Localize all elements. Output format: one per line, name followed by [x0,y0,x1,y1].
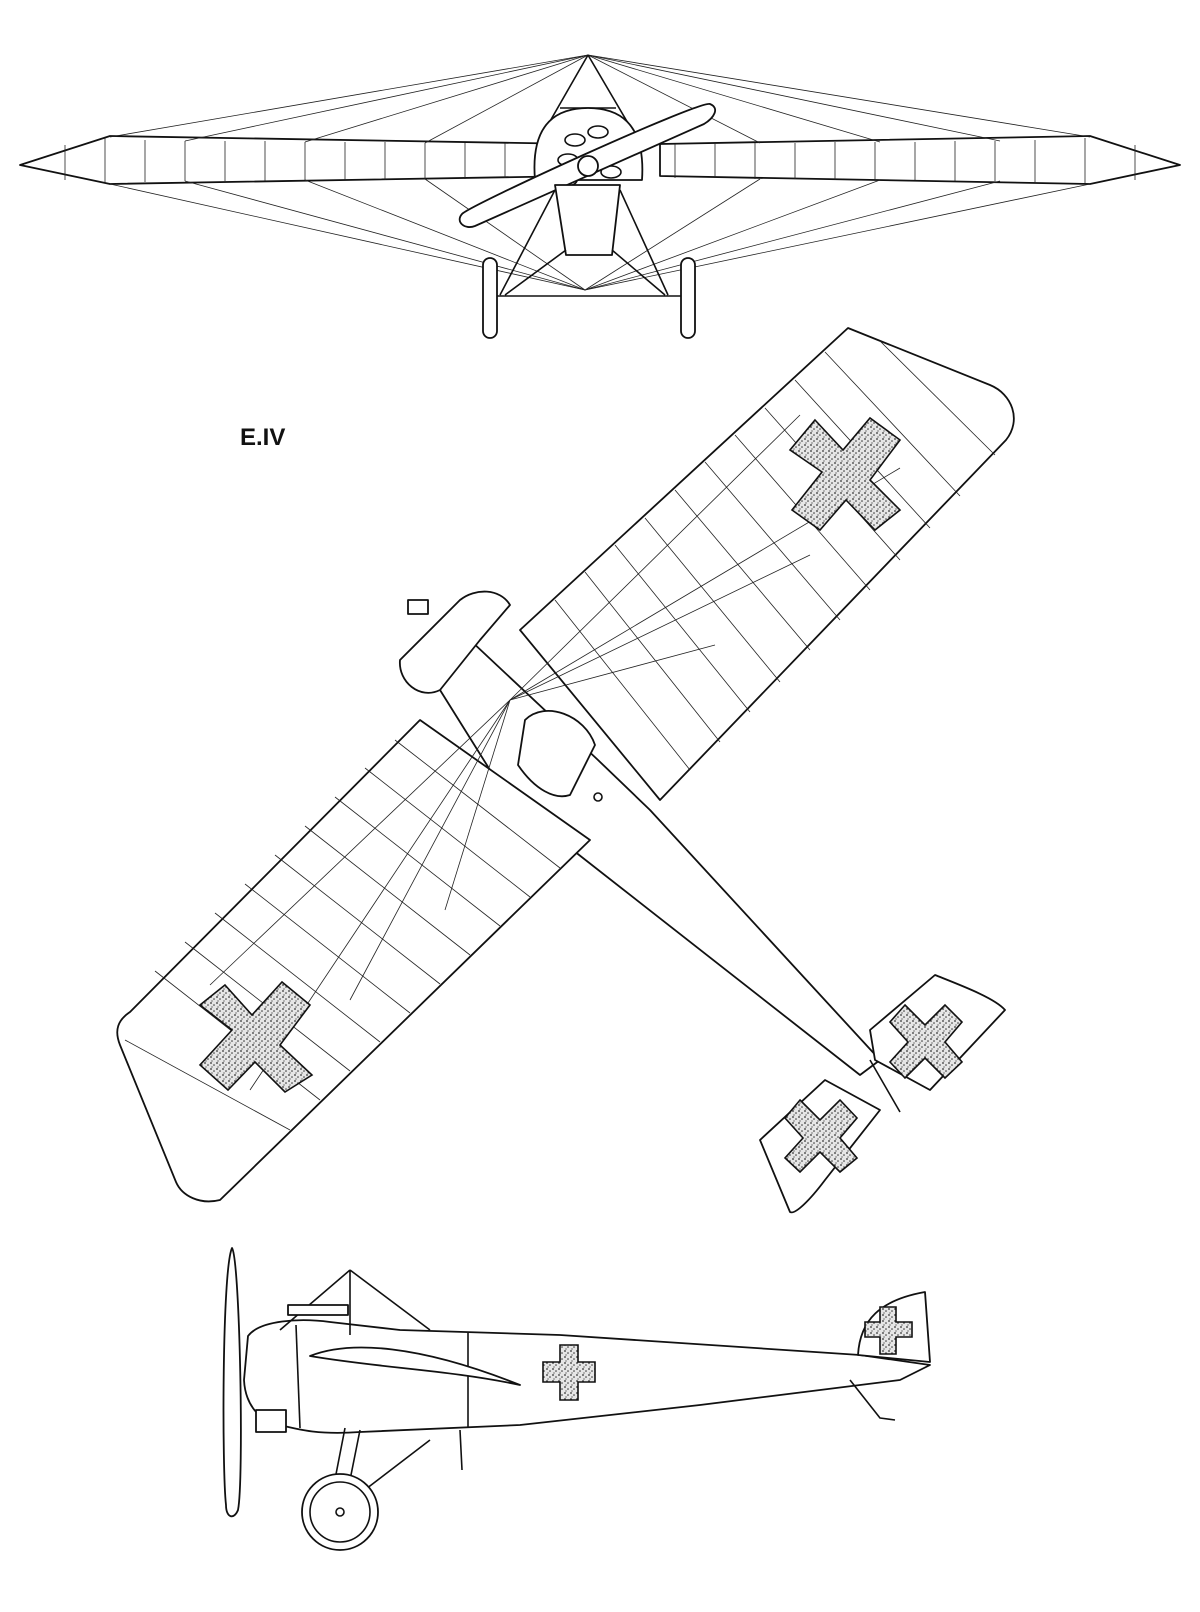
drawing-title: E.IV [240,424,286,451]
front-landing-gear [495,189,690,297]
front-fuselage [554,184,621,256]
top-cowling [399,590,511,694]
side-wheel [301,1473,379,1551]
side-landing-gear [329,1427,463,1506]
top-wing-right-ribs [554,340,996,771]
top-rudder [869,1059,901,1113]
front-wing-ribs [64,138,1136,183]
side-cabane [279,1269,431,1335]
side-machine-gun [287,1304,349,1316]
front-wheel-right [680,257,696,339]
side-fuselage-cross [542,1344,596,1401]
top-wing-left-cross [198,980,314,1094]
top-wing-left [116,719,591,1203]
side-wing-section [309,1346,521,1386]
top-wing-right [519,327,1015,801]
top-tail-left-cross [783,1098,859,1174]
front-view [19,54,1181,339]
front-prop-hub [577,155,599,177]
top-tail-right-cross [888,1003,964,1080]
front-wing-right [659,135,1181,185]
side-rudder-cross [864,1306,913,1355]
side-tailskid [849,1379,896,1421]
side-propeller [222,1247,242,1518]
side-cowl-line [295,1324,301,1429]
front-bracing-wires [109,54,1091,291]
side-view [222,1247,931,1551]
top-gun-sight [407,599,429,615]
front-wheel-left [482,257,498,339]
top-wing-right-cross [788,416,902,532]
top-view [116,327,1015,1214]
front-wing [19,135,581,185]
side-engine-detail [255,1409,287,1433]
top-cockpit [517,710,596,798]
top-bracing-wires [209,414,901,1091]
top-fuselage-port [593,792,603,802]
